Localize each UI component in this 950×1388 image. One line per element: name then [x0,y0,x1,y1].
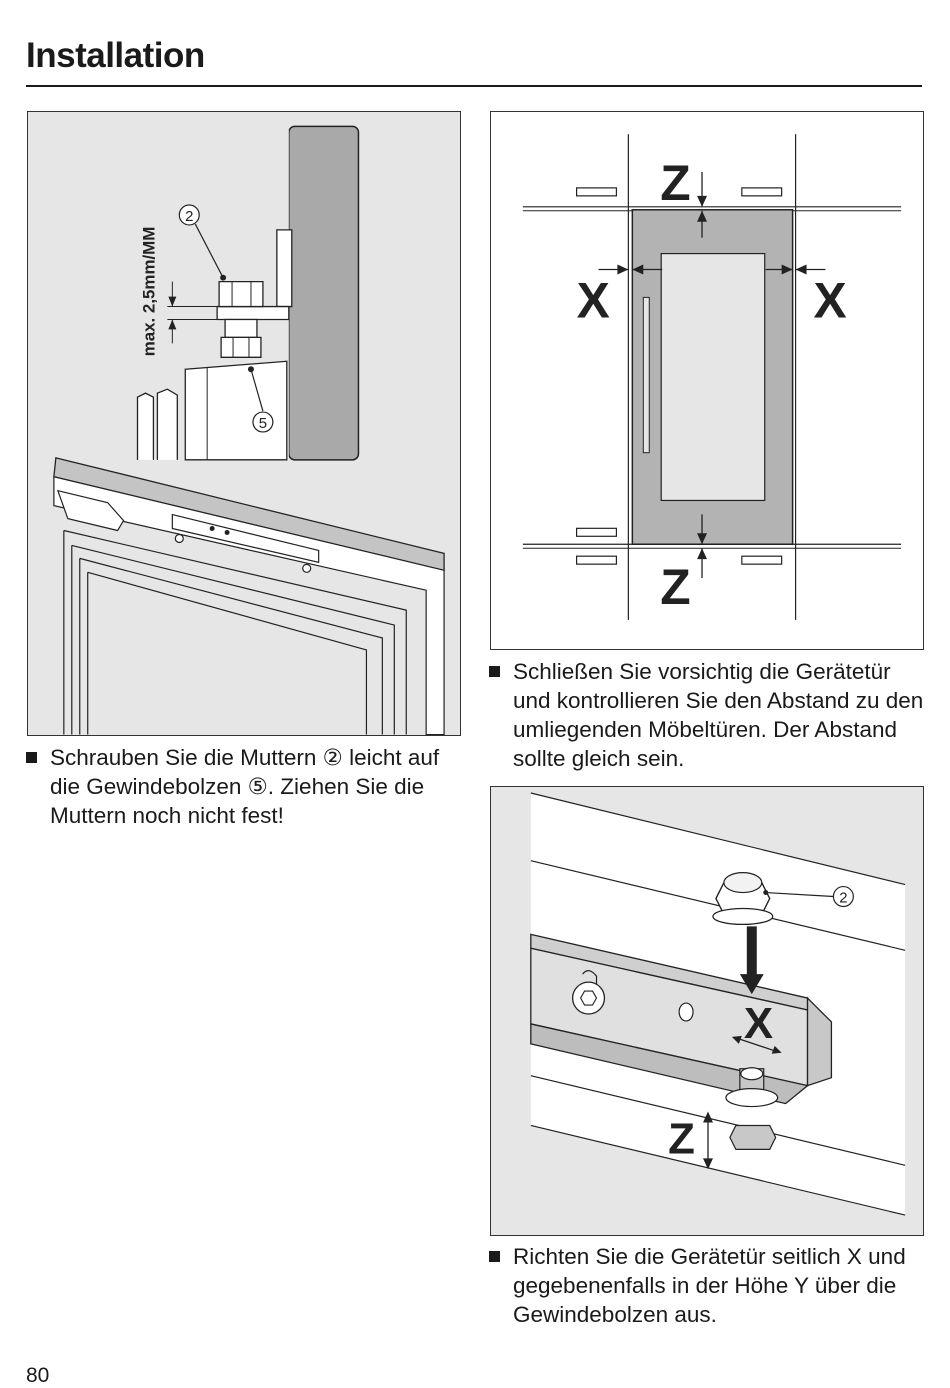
instruction-text: Schrauben Sie die Muttern ② leicht auf d… [50,745,440,828]
label-x: X [744,999,773,1048]
label-x-left: X [577,272,610,328]
figure-1-drawing: 2 5 max. 2,5mm/MM [28,112,445,735]
label-z-bottom: Z [660,559,690,615]
label-x-right: X [814,272,847,328]
instruction-step-3: Richten Sie die Gerätetür seitlich X und… [489,1242,929,1329]
figure-bracket-adjustment: 2 X Z [490,786,924,1236]
dimension-label: max. 2,5mm/MM [139,227,158,357]
figure-2-drawing: Z Z X X [522,134,902,620]
bullet-square-icon [489,666,500,677]
instruction-step-1: Schrauben Sie die Muttern ② leicht auf d… [26,743,466,830]
bullet-square-icon [489,1251,500,1262]
label-z-top: Z [660,155,690,211]
figure-nut-bolt-illustration: 2 5 max. 2,5mm/MM [27,111,461,736]
instruction-text: Richten Sie die Gerätetür seitlich X und… [513,1244,906,1327]
label-z: Z [668,1114,695,1163]
instruction-step-2: Schließen Sie vorsichtig die Gerätetür u… [489,657,929,773]
instruction-text: Schließen Sie vorsichtig die Gerätetür u… [513,659,924,771]
figure-3-drawing: 2 X Z [530,792,906,1216]
figure-gap-diagram: Z Z X X [490,111,924,650]
callout-nut-2: 2 [839,890,847,907]
page-number: 80 [26,1364,50,1387]
bullet-square-icon [26,752,37,763]
page-title: Installation [26,36,205,75]
title-divider [26,85,922,87]
callout-bolt: 5 [259,415,267,432]
callout-nut: 2 [185,208,193,225]
